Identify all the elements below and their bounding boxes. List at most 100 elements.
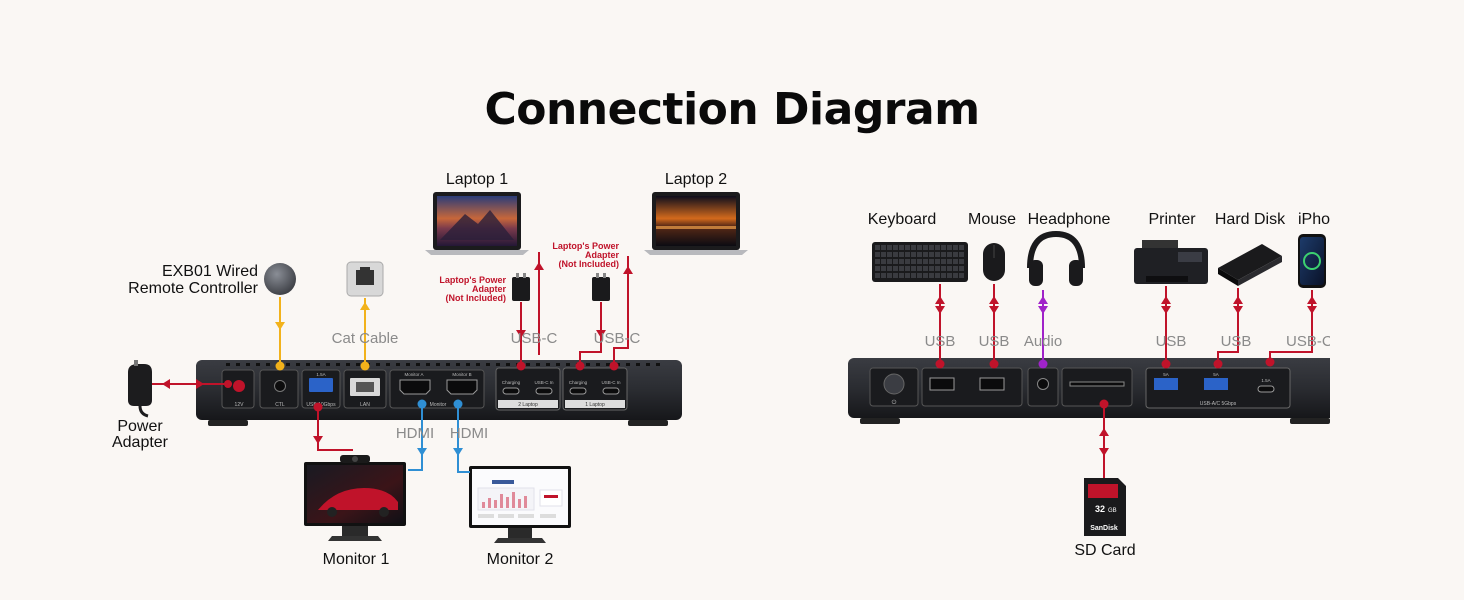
label-mouse: Mouse <box>968 211 1016 228</box>
keyboard-key <box>923 252 928 257</box>
keyboard-key <box>875 273 880 278</box>
vent-slot <box>546 363 550 366</box>
port-label-usb-group: USB-A/C 5Gbps <box>1200 401 1237 407</box>
keyboard-key <box>899 252 904 257</box>
port-label-lan: LAN <box>360 402 370 408</box>
keyboard-key <box>917 273 922 278</box>
usb-c-port <box>569 387 587 395</box>
keyboard-key <box>875 245 880 250</box>
keyboard-key <box>923 266 928 271</box>
keyboard-key <box>917 259 922 264</box>
vent-slot <box>536 363 540 366</box>
adapter-note-1-line-1: Laptop's Power <box>439 275 506 285</box>
line-hdmi-monitor-2 <box>457 404 470 473</box>
remote-controller <box>264 263 296 295</box>
vent-slot <box>606 363 610 366</box>
label-printer: Printer <box>1148 211 1196 228</box>
keyboard-key <box>875 252 880 257</box>
monitor-1 <box>304 455 406 541</box>
keyboard-key <box>941 245 946 250</box>
vent-slot <box>646 363 650 366</box>
port-label-ctl: CTL <box>275 402 285 408</box>
usb-c-port <box>602 387 620 395</box>
adapter-note-2-line-2: Adapter <box>585 250 620 260</box>
hard-disk-icon <box>1218 244 1282 286</box>
keyboard-key <box>881 252 886 257</box>
port-label-laptop-1: 1 Laptop <box>585 402 605 408</box>
label-power-adapter-line-2: Adapter <box>112 434 169 451</box>
keyboard-key <box>887 252 892 257</box>
keyboard-key <box>935 273 940 278</box>
keyboard-key <box>959 259 964 264</box>
vent-slot <box>236 363 240 366</box>
laptop-1 <box>425 192 529 255</box>
vent-slot <box>406 363 410 366</box>
vent-slot <box>336 363 340 366</box>
line-hdmi-monitor-1 <box>408 404 423 471</box>
screen-bar <box>500 494 503 508</box>
label-laptop-1: Laptop 1 <box>446 171 508 188</box>
line-laptop2-usbc <box>613 256 629 362</box>
keyboard-key <box>917 266 922 271</box>
vent-slot <box>496 363 500 366</box>
keyboard-key <box>911 266 916 271</box>
sd-card-unit: GB <box>1108 508 1117 514</box>
label-monitor-1: Monitor 1 <box>323 551 390 568</box>
keyboard-key <box>881 259 886 264</box>
keyboard-key <box>881 266 886 271</box>
vent-slot <box>426 363 430 366</box>
label-remote-line-2: Remote Controller <box>128 280 259 297</box>
usb-c-port <box>535 387 553 395</box>
keyboard-key <box>941 259 946 264</box>
keyboard-key <box>875 266 880 271</box>
keyboard-key <box>893 266 898 271</box>
line-iphone <box>1269 290 1313 366</box>
keyboard-key <box>959 266 964 271</box>
keyboard-key <box>959 252 964 257</box>
keyboard-key <box>953 252 958 257</box>
keyboard-key <box>905 266 910 271</box>
screen-bar <box>488 498 491 508</box>
keyboard-key <box>893 259 898 264</box>
vent-slot <box>306 363 310 366</box>
vent-slot <box>636 363 640 366</box>
vent-slot <box>456 363 460 366</box>
port-label-monitor-a: Monitor A <box>404 372 423 377</box>
port-label-rating-c: 1.5A <box>1261 378 1270 383</box>
laptop-2 <box>644 192 748 255</box>
port-label-monitor-b: Monitor B <box>452 372 471 377</box>
printer-icon <box>1134 240 1208 284</box>
vent-slot <box>466 363 470 366</box>
vent-slot <box>316 363 320 366</box>
screen-bar <box>506 497 509 508</box>
keyboard-key <box>899 259 904 264</box>
screen-bar <box>512 492 515 508</box>
keyboard-key <box>917 252 922 257</box>
sd-card-capacity: 32 <box>1095 504 1105 514</box>
label-usb-disk: USB <box>1221 333 1252 350</box>
vent-slot <box>226 363 230 366</box>
keyboard-key <box>881 245 886 250</box>
keyboard-key <box>911 259 916 264</box>
keyboard-key <box>935 252 940 257</box>
keyboard-key <box>953 259 958 264</box>
usb-a-port <box>979 377 1005 391</box>
vent-slot <box>596 363 600 366</box>
ethernet-jack-icon <box>346 261 384 297</box>
line-usb-webcam <box>317 408 353 451</box>
keyboard-key <box>947 273 952 278</box>
label-usb-c-1: USB-C <box>511 330 558 347</box>
page-title: Connection Diagram <box>484 84 980 135</box>
iphone-icon <box>1298 234 1326 288</box>
audio-jack <box>1037 378 1049 390</box>
screen-bar <box>518 499 521 508</box>
vent-slot <box>286 363 290 366</box>
hdmi-port-a <box>399 379 431 395</box>
vent-slot <box>256 363 260 366</box>
keyboard-key <box>899 273 904 278</box>
keyboard-key <box>959 245 964 250</box>
sd-slot <box>1069 381 1125 387</box>
vent-slot <box>296 363 300 366</box>
keyboard-key <box>881 273 886 278</box>
